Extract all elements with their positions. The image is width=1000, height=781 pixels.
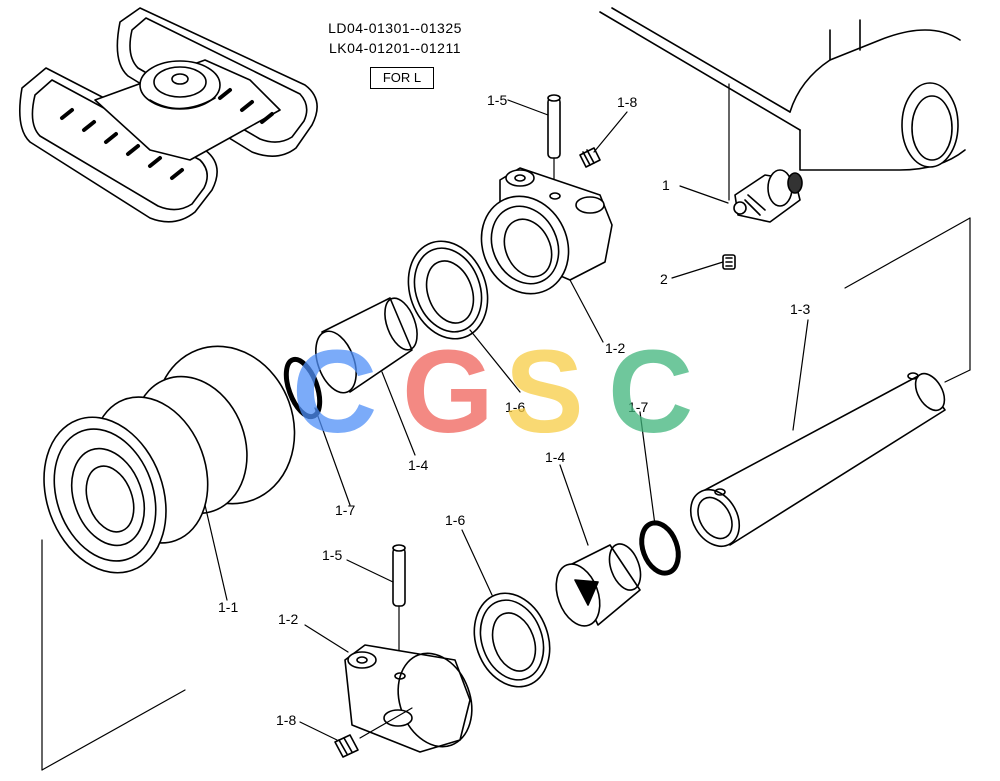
part-2-bolt xyxy=(722,254,736,270)
callout-1-4-left: 1-4 xyxy=(408,457,428,473)
part-1-4-bushing-bottom xyxy=(555,543,642,627)
part-1-6-seal-bottom xyxy=(473,592,551,688)
callout-1-8-top: 1-8 xyxy=(617,94,637,110)
model-range-line-1: LD04-01301--01325 xyxy=(328,20,462,36)
watermark-letter-g: G xyxy=(402,326,494,458)
callout-1: 1 xyxy=(662,177,670,193)
callout-1-1: 1-1 xyxy=(218,599,238,615)
track-frame-section xyxy=(599,7,966,171)
watermark-letter-c2: C xyxy=(608,326,693,458)
part-1-7-oring-left xyxy=(283,356,323,420)
part-1-2-collar-bottom xyxy=(344,644,473,753)
watermark-logo: C G S C xyxy=(292,326,693,458)
part-1-8-plug-top xyxy=(579,147,601,168)
leader-lines xyxy=(204,99,809,741)
callout-1-3: 1-3 xyxy=(790,301,810,317)
callout-1-5-bottom: 1-5 xyxy=(322,547,342,563)
callout-1-7-right: 1-7 xyxy=(628,399,648,415)
model-range-line-2: LK04-01201--01211 xyxy=(328,40,461,56)
callout-1-5-top: 1-5 xyxy=(487,92,507,108)
watermark-letter-c1: C xyxy=(292,326,377,458)
callout-1-8-bottom: 1-8 xyxy=(276,712,296,728)
callout-labels: 1-5 1-8 1 2 1-3 1-2 1-6 1-7 1-4 1-4 1-7 … xyxy=(218,92,810,728)
variant-box: FOR L xyxy=(370,67,434,89)
watermark-letter-s: S xyxy=(505,326,584,458)
part-1-4-bushing-top xyxy=(315,297,418,394)
callout-1-4-top: 1-4 xyxy=(545,449,565,465)
callout-1-6-bottom: 1-6 xyxy=(445,512,465,528)
part-1-3-shaft xyxy=(689,217,971,548)
undercarriage-thumbnail xyxy=(19,7,318,223)
part-1-adjuster xyxy=(728,83,803,223)
callout-1-6-top: 1-6 xyxy=(505,399,525,415)
part-1-2-collar-top xyxy=(480,167,613,295)
part-1-8-plug-bottom xyxy=(334,734,359,758)
part-1-6-seal-top xyxy=(407,240,489,340)
callout-1-7-left: 1-7 xyxy=(335,502,355,518)
callout-1-2-bottom: 1-2 xyxy=(278,611,298,627)
callout-1-2-top: 1-2 xyxy=(605,340,625,356)
part-1-1-roller xyxy=(41,345,296,771)
callout-2: 2 xyxy=(660,271,668,287)
part-1-7-oring-right xyxy=(639,520,681,576)
